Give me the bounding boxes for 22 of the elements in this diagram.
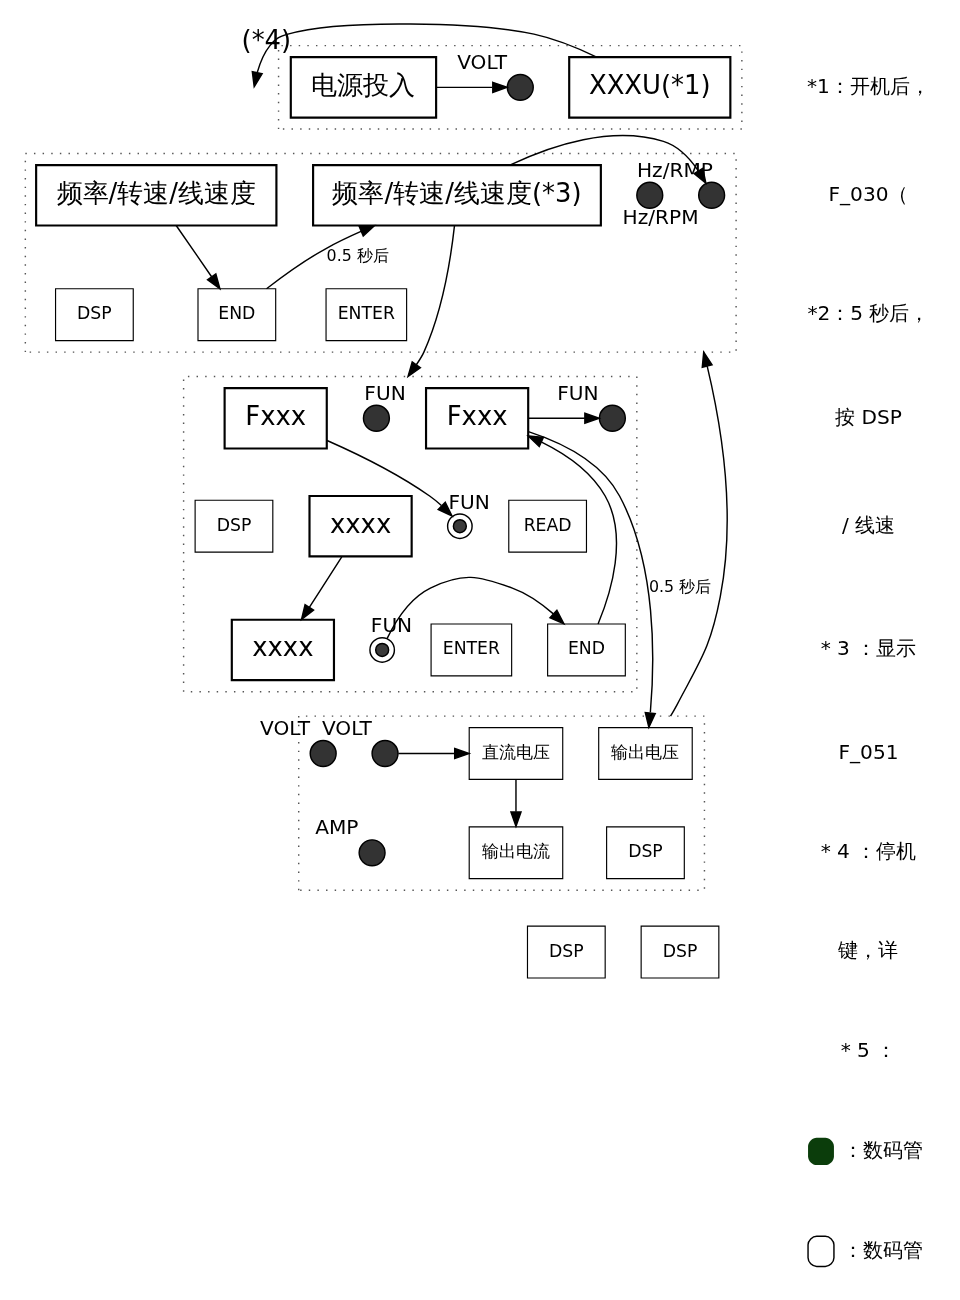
legend-label: ：数码管: [842, 1237, 923, 1262]
edge-label: 0.5 秒后: [648, 576, 712, 596]
node-label: Hz/RPM: [622, 204, 699, 229]
node-label: VOLT: [457, 49, 508, 74]
label: F_030（: [828, 181, 909, 206]
node-label: VOLT: [321, 715, 372, 740]
label: / 线速: [841, 512, 896, 537]
node-label: FUN: [557, 380, 599, 405]
node-label: VOLT: [260, 715, 311, 740]
edge-label: 0.5 秒后: [326, 245, 389, 265]
label: *2：5 秒后，: [807, 300, 930, 325]
label: * 5 ：: [840, 1037, 897, 1062]
node-label: AMP: [315, 814, 359, 839]
label: F_051: [838, 739, 899, 764]
node-label: FUN: [448, 489, 490, 513]
label: * 3 ：显示: [820, 635, 917, 660]
legend-label: ：数码管: [842, 1137, 923, 1162]
label: * 4 ：停机: [820, 838, 917, 863]
label: 键，详: [838, 937, 899, 962]
node-label: FUN: [364, 380, 406, 405]
label: *1：开机后，: [807, 73, 930, 98]
label: 按 DSP: [835, 404, 902, 429]
